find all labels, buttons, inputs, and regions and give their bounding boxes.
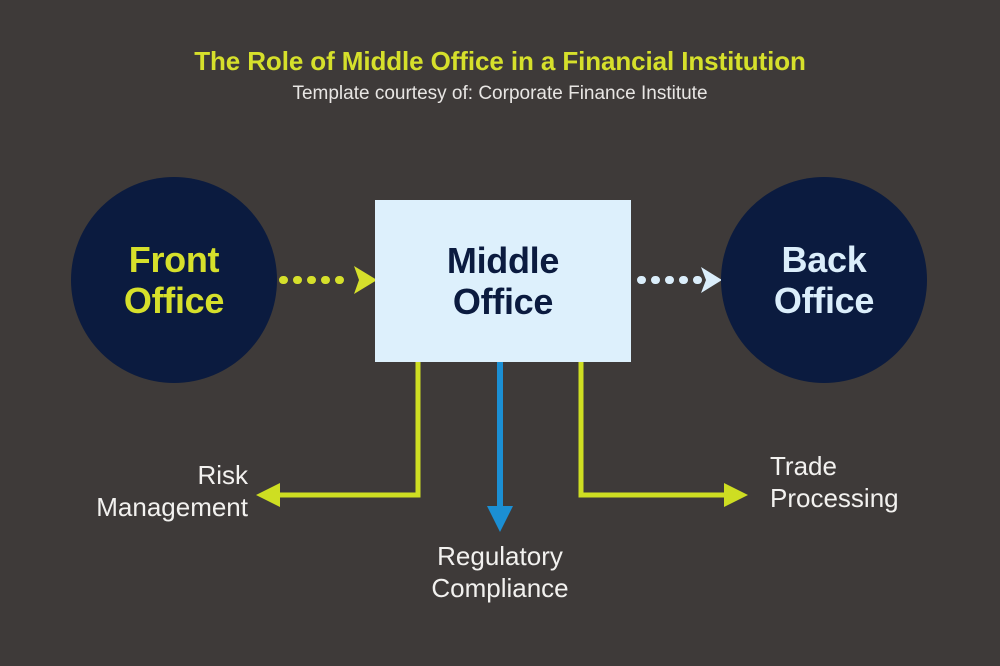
node-front-office-label-line1: Front [128, 239, 220, 280]
node-back-office-label-line2: Office [773, 280, 875, 321]
connector-middle-to-back-icon [637, 267, 722, 293]
branch-label-trade-processing-line1: Trade [770, 451, 837, 481]
node-middle-office-label-line1: Middle [446, 240, 560, 281]
node-middle-office[interactable]: Middle Office [375, 200, 631, 362]
connector-risk-management-icon [256, 362, 421, 507]
branch-label-trade-processing: Trade Processing [770, 450, 899, 514]
node-middle-office-label: Middle Office [446, 240, 560, 322]
branch-label-regulatory-compliance-line1: Regulatory [437, 541, 563, 571]
branch-label-trade-processing-line2: Processing [770, 483, 899, 513]
branch-label-regulatory-compliance: Regulatory Compliance [0, 540, 1000, 604]
node-front-office-label-line2: Office [123, 280, 225, 321]
connector-regulatory-compliance-icon [487, 362, 513, 532]
branch-label-risk-management-line1: Risk [197, 460, 248, 490]
node-front-office-label: Front Office [123, 239, 225, 321]
node-back-office[interactable]: Back Office [721, 177, 927, 383]
branch-label-risk-management-line2: Management [96, 492, 248, 522]
branch-label-risk-management: Risk Management [96, 459, 248, 523]
node-front-office[interactable]: Front Office [71, 177, 277, 383]
node-back-office-label: Back Office [773, 239, 875, 321]
node-back-office-label-line1: Back [781, 239, 867, 280]
page-subtitle: Template courtesy of: Corporate Finance … [292, 83, 708, 104]
branch-label-regulatory-compliance-line2: Compliance [431, 573, 569, 603]
connector-trade-processing-icon [578, 362, 748, 507]
connector-front-to-middle-icon [279, 266, 377, 294]
header: The Role of Middle Office in a Financial… [0, 44, 1000, 107]
node-middle-office-label-line2: Office [452, 281, 554, 322]
page-title: The Role of Middle Office in a Financial… [194, 46, 806, 76]
